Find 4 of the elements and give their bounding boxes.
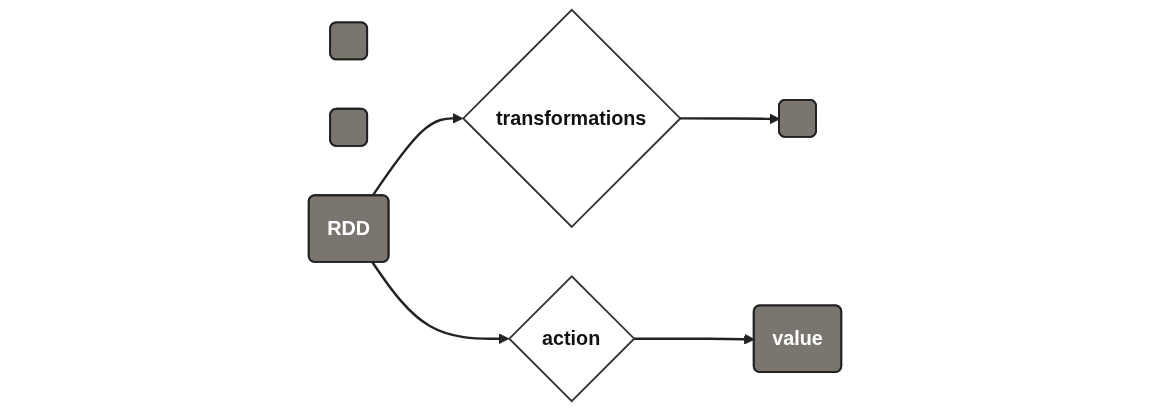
arrow	[371, 112, 464, 197]
node-diamond: action	[508, 274, 636, 403]
node-diamond: transformations	[461, 8, 682, 229]
arrow	[371, 261, 510, 345]
